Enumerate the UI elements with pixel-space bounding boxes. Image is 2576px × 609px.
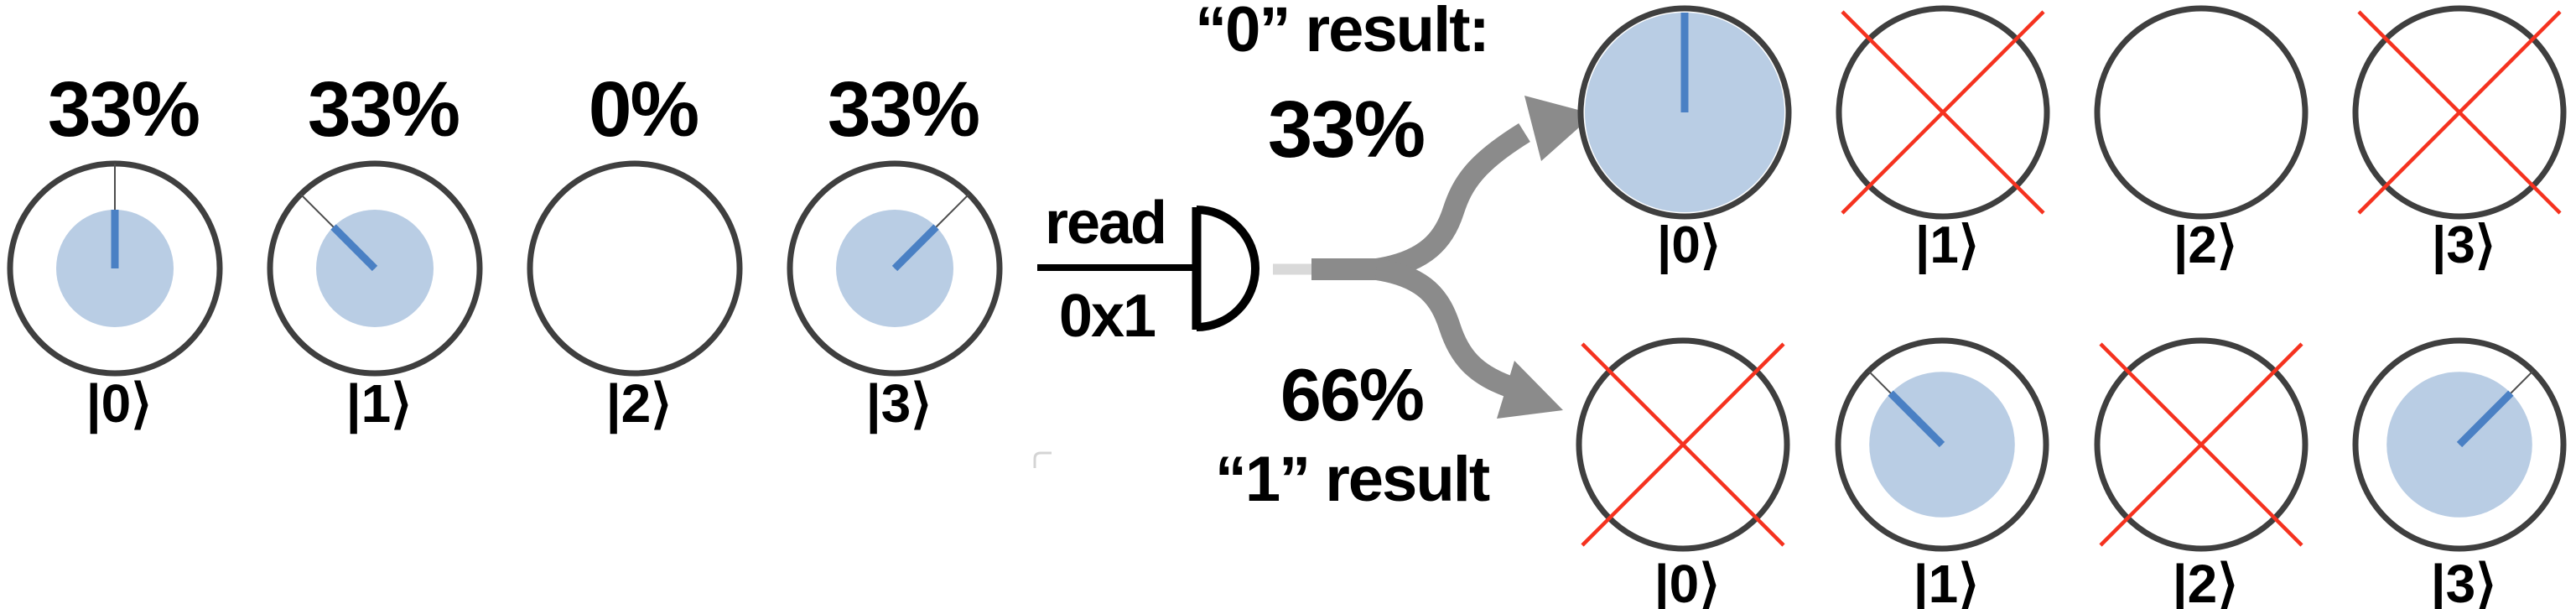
state-circle-outcome_one-0 bbox=[1576, 337, 1790, 552]
crossed-out-x-icon bbox=[1581, 342, 1785, 547]
probability-label: 33% bbox=[47, 65, 200, 153]
phase-line bbox=[891, 224, 939, 272]
faint-corner-artifact bbox=[1033, 451, 1052, 468]
state-circle-outcome_zero-1 bbox=[1836, 5, 2050, 220]
arrowhead-up-icon bbox=[1524, 96, 1594, 161]
state-circle-outcome_zero-3 bbox=[2352, 5, 2567, 220]
ket-label: |1⟩ bbox=[345, 373, 413, 434]
crossed-out-x-icon bbox=[2099, 342, 2303, 547]
probability-label: 33% bbox=[827, 65, 980, 153]
state-circle-outcome_zero-0 bbox=[1577, 5, 1792, 220]
state-circle-outcome_one-3 bbox=[2352, 337, 2567, 552]
ket-label: |2⟩ bbox=[2173, 216, 2238, 274]
gate-name-label: read bbox=[1044, 190, 1167, 257]
one-result-heading: “1” result bbox=[1214, 444, 1490, 515]
one-result-probability: 66% bbox=[1280, 353, 1425, 436]
phase-line bbox=[330, 224, 378, 272]
fraction-bar bbox=[1037, 264, 1194, 271]
crossed-out-x-icon bbox=[1841, 10, 2045, 215]
ket-label: |0⟩ bbox=[1656, 216, 1722, 274]
phase-line bbox=[1888, 390, 1945, 448]
ket-label: |0⟩ bbox=[86, 373, 153, 434]
branch-up-curve bbox=[1374, 122, 1530, 280]
state-circle-outcome_zero-2 bbox=[2094, 5, 2309, 220]
gate-operand-label: 0x1 bbox=[1058, 283, 1156, 350]
state-circle-input_register-0 bbox=[7, 160, 223, 377]
probability-label: 33% bbox=[307, 65, 460, 153]
outer-circle bbox=[2094, 5, 2309, 220]
crossed-out-x-icon bbox=[2357, 10, 2562, 215]
ket-label: |3⟩ bbox=[865, 373, 932, 434]
arrowhead-down-icon bbox=[1497, 361, 1563, 419]
branch-down-curve bbox=[1374, 258, 1514, 398]
ket-label: |1⟩ bbox=[1913, 554, 1980, 609]
state-circle-outcome_one-1 bbox=[1835, 337, 2049, 552]
state-circle-outcome_one-2 bbox=[2094, 337, 2309, 552]
ket-label: |1⟩ bbox=[1914, 216, 1980, 274]
ket-label: |0⟩ bbox=[1654, 554, 1721, 609]
probability-label: 0% bbox=[588, 65, 699, 153]
outer-circle bbox=[527, 160, 743, 377]
state-circle-input_register-1 bbox=[267, 160, 483, 377]
ket-label: |2⟩ bbox=[605, 373, 673, 434]
phase-line bbox=[2456, 390, 2514, 448]
read-gate-symbol bbox=[1037, 206, 1259, 331]
state-circle-input_register-3 bbox=[787, 160, 1003, 377]
ket-label: |2⟩ bbox=[2172, 554, 2239, 609]
zero-result-heading: “0” result: bbox=[1195, 0, 1490, 65]
gate-semicircle bbox=[1196, 206, 1259, 331]
state-circle-input_register-2 bbox=[527, 160, 743, 377]
outcome-fork-arrow bbox=[1311, 96, 1594, 419]
zero-result-probability: 33% bbox=[1267, 85, 1426, 174]
ket-label: |3⟩ bbox=[2430, 554, 2497, 609]
ket-label: |3⟩ bbox=[2431, 216, 2496, 274]
